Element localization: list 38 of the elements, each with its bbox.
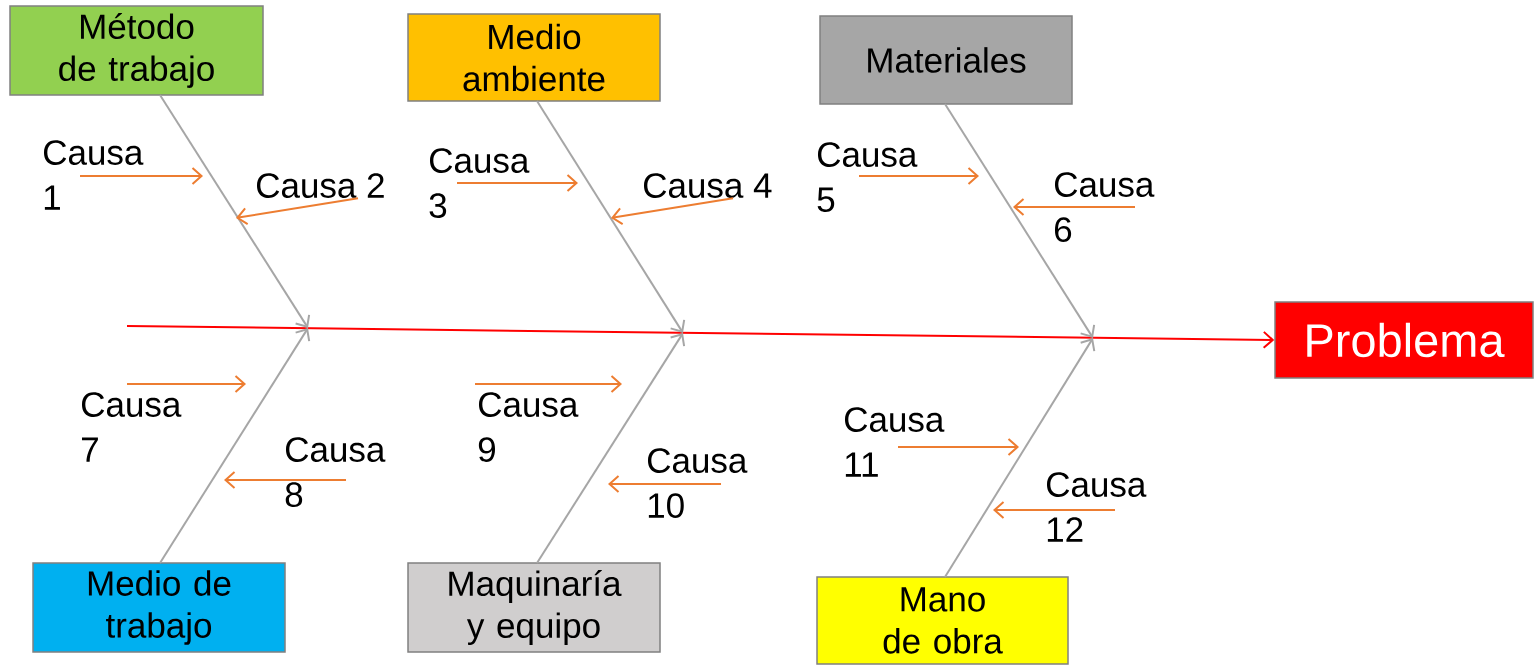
cause-label: Causa 12 — [1047, 472, 1147, 542]
cause-label: Causa 10 — [648, 448, 748, 518]
cause-label: Causa 3 — [429, 148, 530, 218]
bone-arrow — [159, 328, 311, 564]
cause-label: Causa 1 — [44, 140, 144, 210]
cause-label: Causa 8 — [285, 437, 386, 507]
bone-arrow — [536, 100, 686, 333]
cause-label: Causa 4 — [644, 173, 772, 198]
cause-arrow — [897, 438, 1019, 456]
cause-label: Causa 9 — [478, 392, 579, 462]
cause-arrow — [611, 197, 734, 226]
cause-label: Causa 2 — [257, 173, 384, 198]
category-box: Medio de trabajo — [32, 562, 286, 653]
bone-arrow — [536, 333, 686, 564]
cause-arrow — [474, 375, 622, 393]
cause-arrow — [1013, 198, 1136, 216]
category-box: Método de trabajo — [9, 5, 264, 96]
category-box: Materiales — [819, 15, 1073, 105]
cause-arrow — [126, 375, 246, 393]
bone-arrow — [944, 338, 1096, 578]
problem-box: Problema — [1274, 301, 1534, 379]
cause-label: Causa 7 — [82, 392, 182, 462]
cause-arrow — [224, 471, 347, 489]
cause-arrow — [236, 197, 359, 226]
bone-arrow — [944, 103, 1096, 338]
category-box: Mano de obra — [816, 576, 1069, 665]
category-box: Medio ambiente — [407, 13, 661, 102]
cause-arrow — [858, 167, 979, 185]
cause-arrow — [79, 167, 203, 185]
cause-arrow — [456, 174, 578, 192]
category-box: Maquinaría y equipo — [407, 562, 661, 653]
bone-arrow — [159, 94, 311, 328]
cause-arrow — [608, 475, 722, 493]
cause-arrow — [993, 501, 1116, 519]
cause-label: Causa 11 — [845, 407, 945, 477]
cause-label: Causa 6 — [1055, 172, 1155, 242]
spine-arrow — [126, 325, 1275, 349]
cause-label: Causa 5 — [817, 142, 918, 212]
